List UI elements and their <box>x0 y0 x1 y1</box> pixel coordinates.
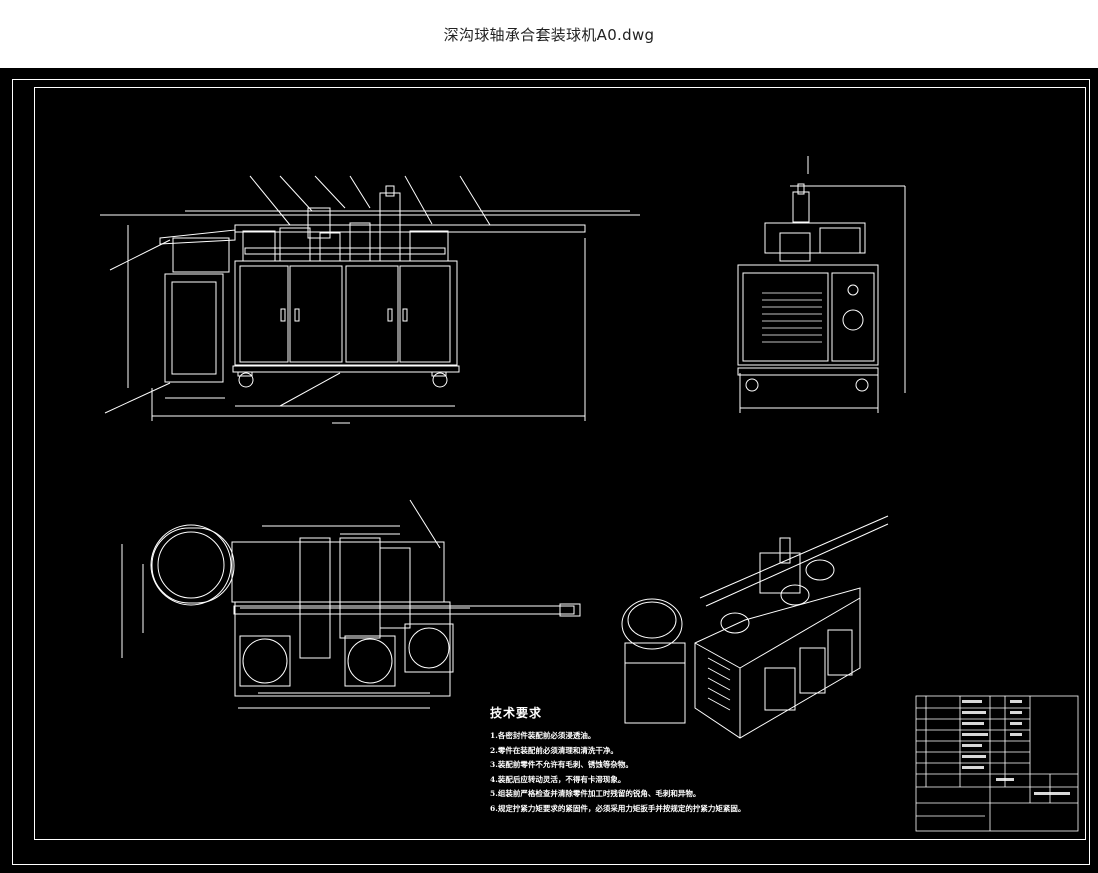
side-view <box>737 156 906 413</box>
isometric-view <box>621 515 889 739</box>
requirement-line: 3.装配前零件不允许有毛刺、锈蚀等杂物。 <box>490 760 633 770</box>
top-view <box>121 499 581 709</box>
cad-viewer-canvas[interactable]: 技术要求 1.各密封件装配前必须浸透油。 2.零件在装配前必须清理和清洗干净。 … <box>0 68 1098 873</box>
document-title-bar: 深沟球轴承合套装球机A0.dwg <box>0 0 1098 68</box>
requirement-line: 4.装配后应转动灵活，不得有卡滞现象。 <box>490 774 626 784</box>
requirement-line: 6.规定拧紧力矩要求的紧固件，必须采用力矩扳手并按规定的拧紧力矩紧固。 <box>490 803 746 813</box>
requirement-line: 5.组装前严格检查并清除零件加工时残留的锐角、毛刺和异物。 <box>490 789 701 799</box>
technical-requirements-title: 技术要求 <box>490 706 543 720</box>
document-title: 深沟球轴承合套装球机A0.dwg <box>443 25 655 44</box>
title-block <box>915 695 1079 832</box>
inner-border <box>34 87 1086 840</box>
requirement-line: 2.零件在装配前必须清理和清洗干净。 <box>490 745 618 755</box>
front-view <box>100 175 640 424</box>
cad-drawing <box>12 79 1090 865</box>
technical-requirements: 技术要求 1.各密封件装配前必须浸透油。 2.零件在装配前必须清理和清洗干净。 … <box>490 704 745 817</box>
requirement-line: 1.各密封件装配前必须浸透油。 <box>490 731 596 740</box>
outer-border <box>12 79 1090 865</box>
